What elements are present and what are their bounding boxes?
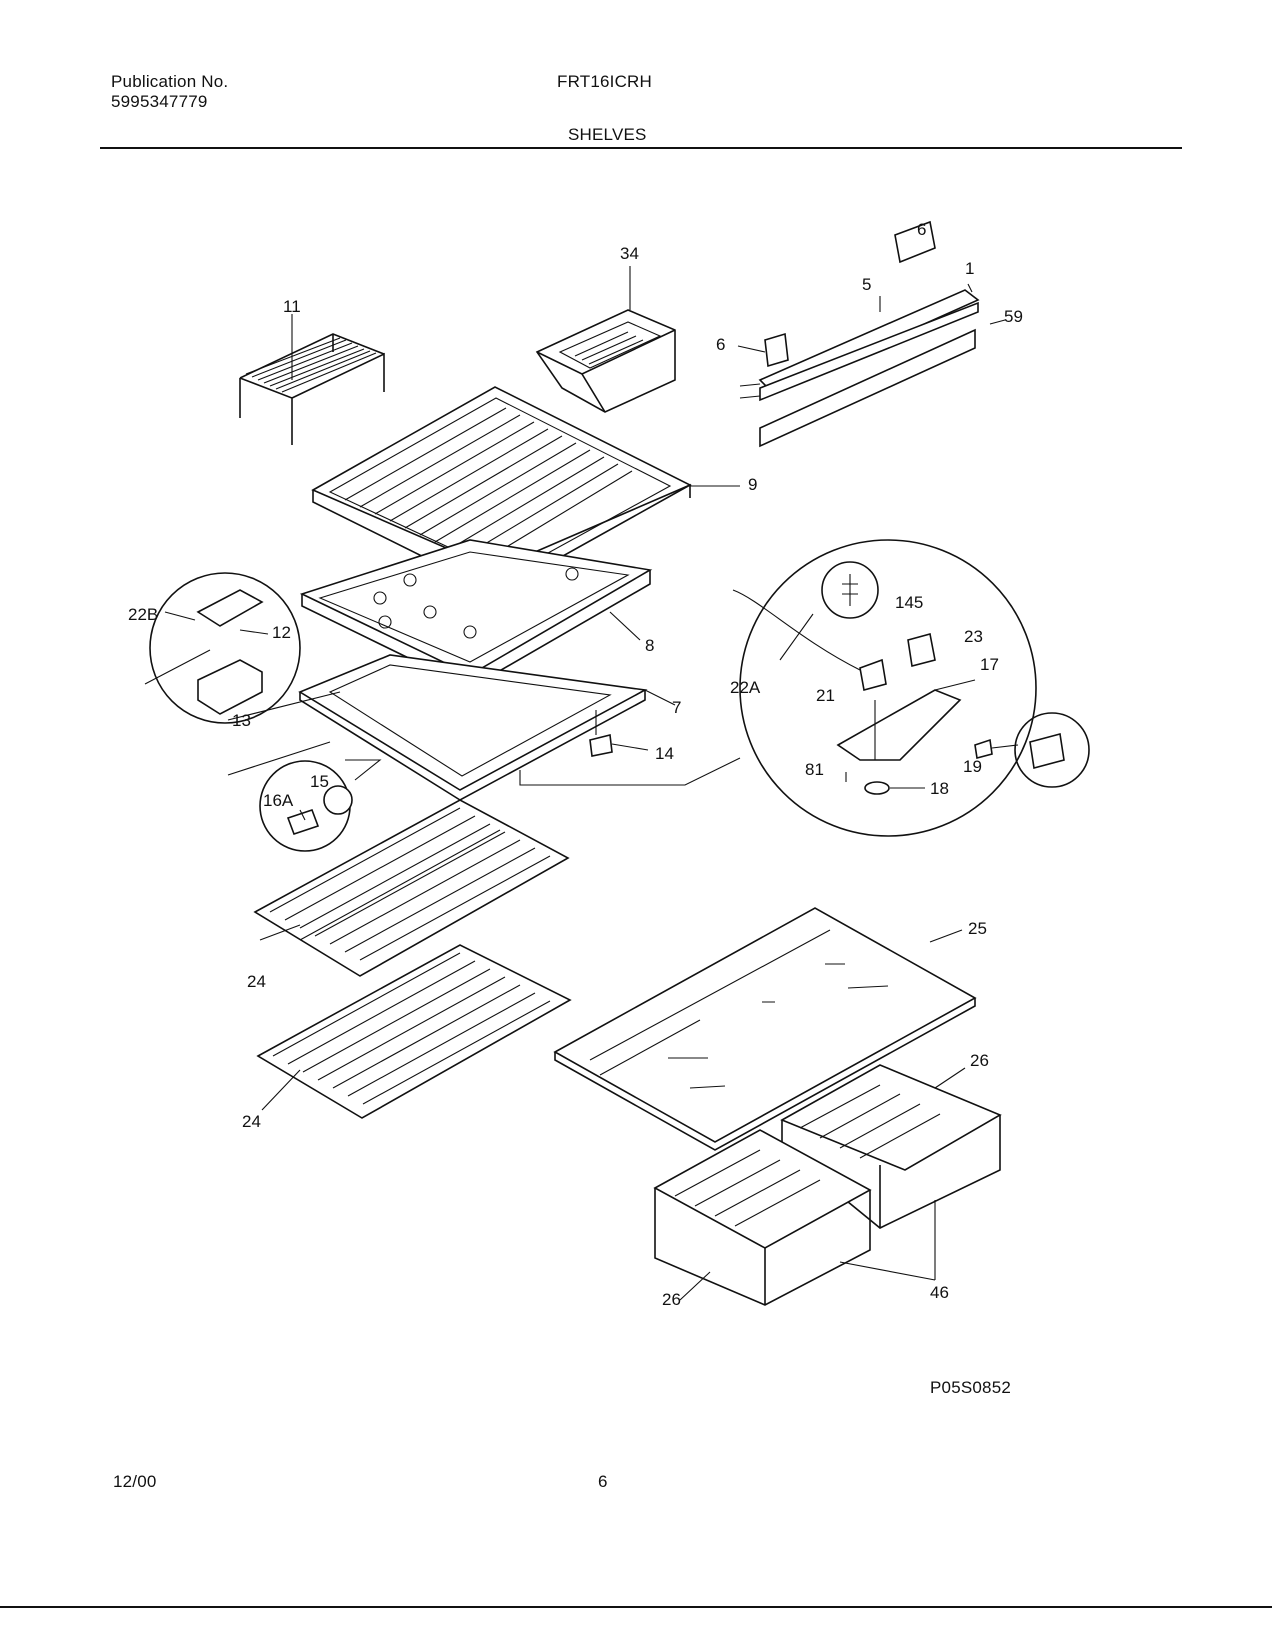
callout-145: 145 (895, 593, 923, 612)
callout-23: 23 (964, 627, 983, 646)
callout-22a: 22A (730, 678, 761, 697)
callout-21: 21 (816, 686, 835, 705)
callout-12: 12 (272, 623, 291, 642)
callout-11: 11 (283, 297, 301, 316)
wire-shelf-part-24-upper (253, 799, 570, 977)
crisper-cover-part-25 (553, 907, 977, 1151)
callout-1: 1 (965, 259, 974, 278)
crisper-drawer-part-26-rear (780, 1064, 1002, 1229)
callout-5: 5 (862, 275, 871, 294)
callout-16a: 16A (263, 791, 294, 810)
callout-24-upper: 24 (247, 972, 266, 991)
footer-rule (0, 1606, 1272, 1608)
section-title: SHELVES (568, 125, 647, 144)
callout-15: 15 (310, 772, 329, 791)
page-number: 6 (598, 1472, 608, 1491)
callout-81: 81 (805, 760, 824, 779)
callout-22b: 22B (128, 605, 158, 624)
detail-circle-part-15-16a (259, 759, 382, 852)
callout-26-front: 26 (662, 1290, 681, 1309)
drawing-id: P05S0852 (930, 1378, 1012, 1397)
callout-18: 18 (930, 779, 949, 798)
control-housing-part-7 (227, 654, 741, 801)
crisper-frame-part-8 (299, 539, 653, 689)
callout-7: 7 (672, 698, 681, 717)
callout-17: 17 (980, 655, 999, 674)
callout-46: 46 (930, 1283, 949, 1302)
publication-number: 5995347779 (111, 92, 208, 111)
callout-26-rear: 26 (970, 1051, 989, 1070)
publication-label: Publication No. (111, 72, 229, 91)
model-number: FRT16ICRH (557, 72, 653, 91)
callout-59: 59 (1004, 307, 1023, 326)
callout-6-top: 6 (917, 220, 926, 239)
callout-6-left: 6 (716, 335, 725, 354)
ice-bin-part-34 (535, 266, 676, 413)
switch-part-14 (589, 710, 649, 757)
callout-24-lower: 24 (242, 1112, 261, 1131)
callout-25: 25 (968, 919, 987, 938)
light-bar-part-5 (737, 220, 1006, 448)
header-rule (100, 147, 1182, 149)
wire-rack-part-11 (239, 314, 385, 445)
crisper-drawer-part-26-front (653, 1129, 936, 1306)
callout-8: 8 (645, 636, 654, 655)
detail-circle-part-12-13 (144, 572, 301, 724)
callout-9: 9 (748, 475, 757, 494)
callout-13: 13 (232, 711, 251, 730)
callout-19: 19 (963, 757, 982, 776)
callout-34: 34 (620, 244, 639, 263)
detail-circle-control-assembly (732, 539, 1090, 837)
wire-shelf-part-24-lower (256, 944, 572, 1119)
footer-date: 12/00 (113, 1472, 157, 1491)
callout-14: 14 (655, 744, 674, 763)
